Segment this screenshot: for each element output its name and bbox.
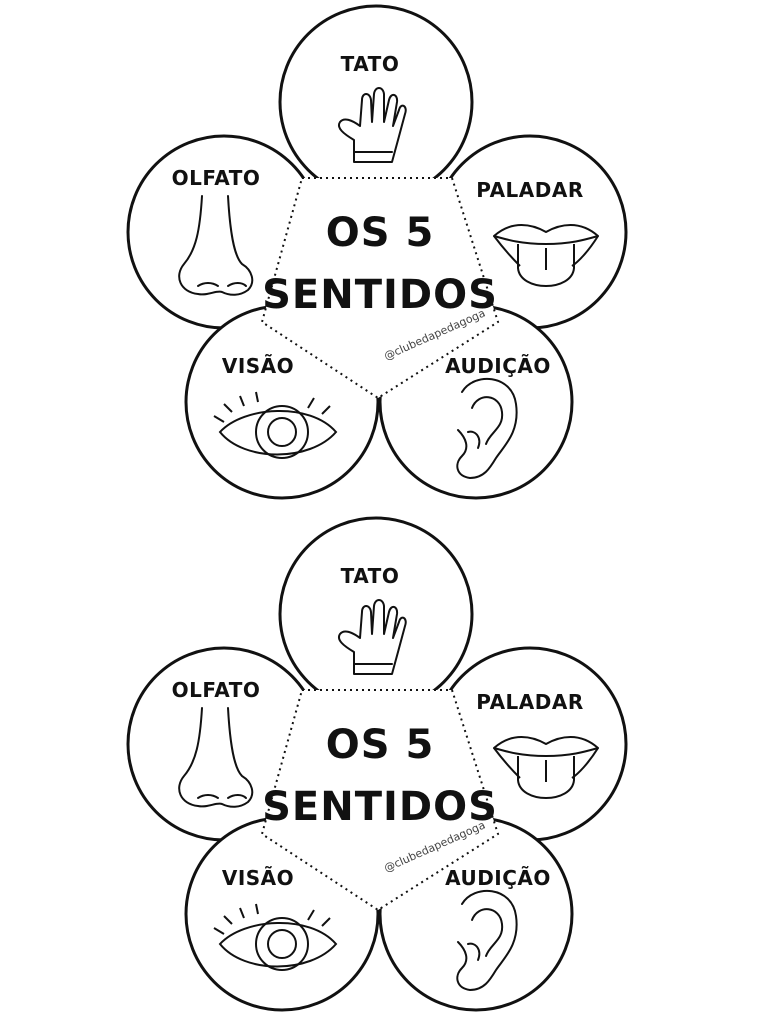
senses-flower-2: TATO OLFATO PALADAR VISÃO AUDIÇÃO OS 5 S… <box>0 512 768 1024</box>
eye-icon <box>213 903 338 971</box>
mouth-tongue-icon <box>493 224 599 287</box>
petal-tato <box>278 4 474 200</box>
nose-icon <box>178 707 254 808</box>
label-visao: VISÃO <box>221 866 295 890</box>
hand-icon <box>338 87 407 163</box>
center-pentagon <box>260 177 500 400</box>
senses-flower-1: TATO OLFATO PALADAR VISÃO AUDIÇÃO OS 5 S… <box>126 4 628 500</box>
label-audicao: AUDIÇÃO <box>445 354 551 378</box>
nose-icon <box>178 195 254 296</box>
title-line-2: SENTIDOS <box>262 272 498 318</box>
label-olfato: OLFATO <box>171 166 261 190</box>
label-visao: VISÃO <box>221 354 295 378</box>
flower-outline <box>126 516 628 1012</box>
mouth-tongue-icon <box>493 736 599 799</box>
eye-icon <box>213 391 338 459</box>
flower-outline <box>126 4 628 500</box>
hand-icon <box>338 599 407 675</box>
petal-tato <box>278 516 474 712</box>
title-line-1: OS 5 <box>325 210 435 256</box>
label-paladar: PALADAR <box>476 690 584 714</box>
label-audicao: AUDIÇÃO <box>445 866 551 890</box>
ear-icon <box>456 889 518 992</box>
center-pentagon <box>260 689 500 912</box>
title-line-1: OS 5 <box>325 722 435 768</box>
title-line-2: SENTIDOS <box>262 784 498 830</box>
ear-icon <box>456 377 518 480</box>
label-olfato: OLFATO <box>171 678 261 702</box>
label-tato: TATO <box>340 52 400 76</box>
label-paladar: PALADAR <box>476 178 584 202</box>
label-tato: TATO <box>340 564 400 588</box>
